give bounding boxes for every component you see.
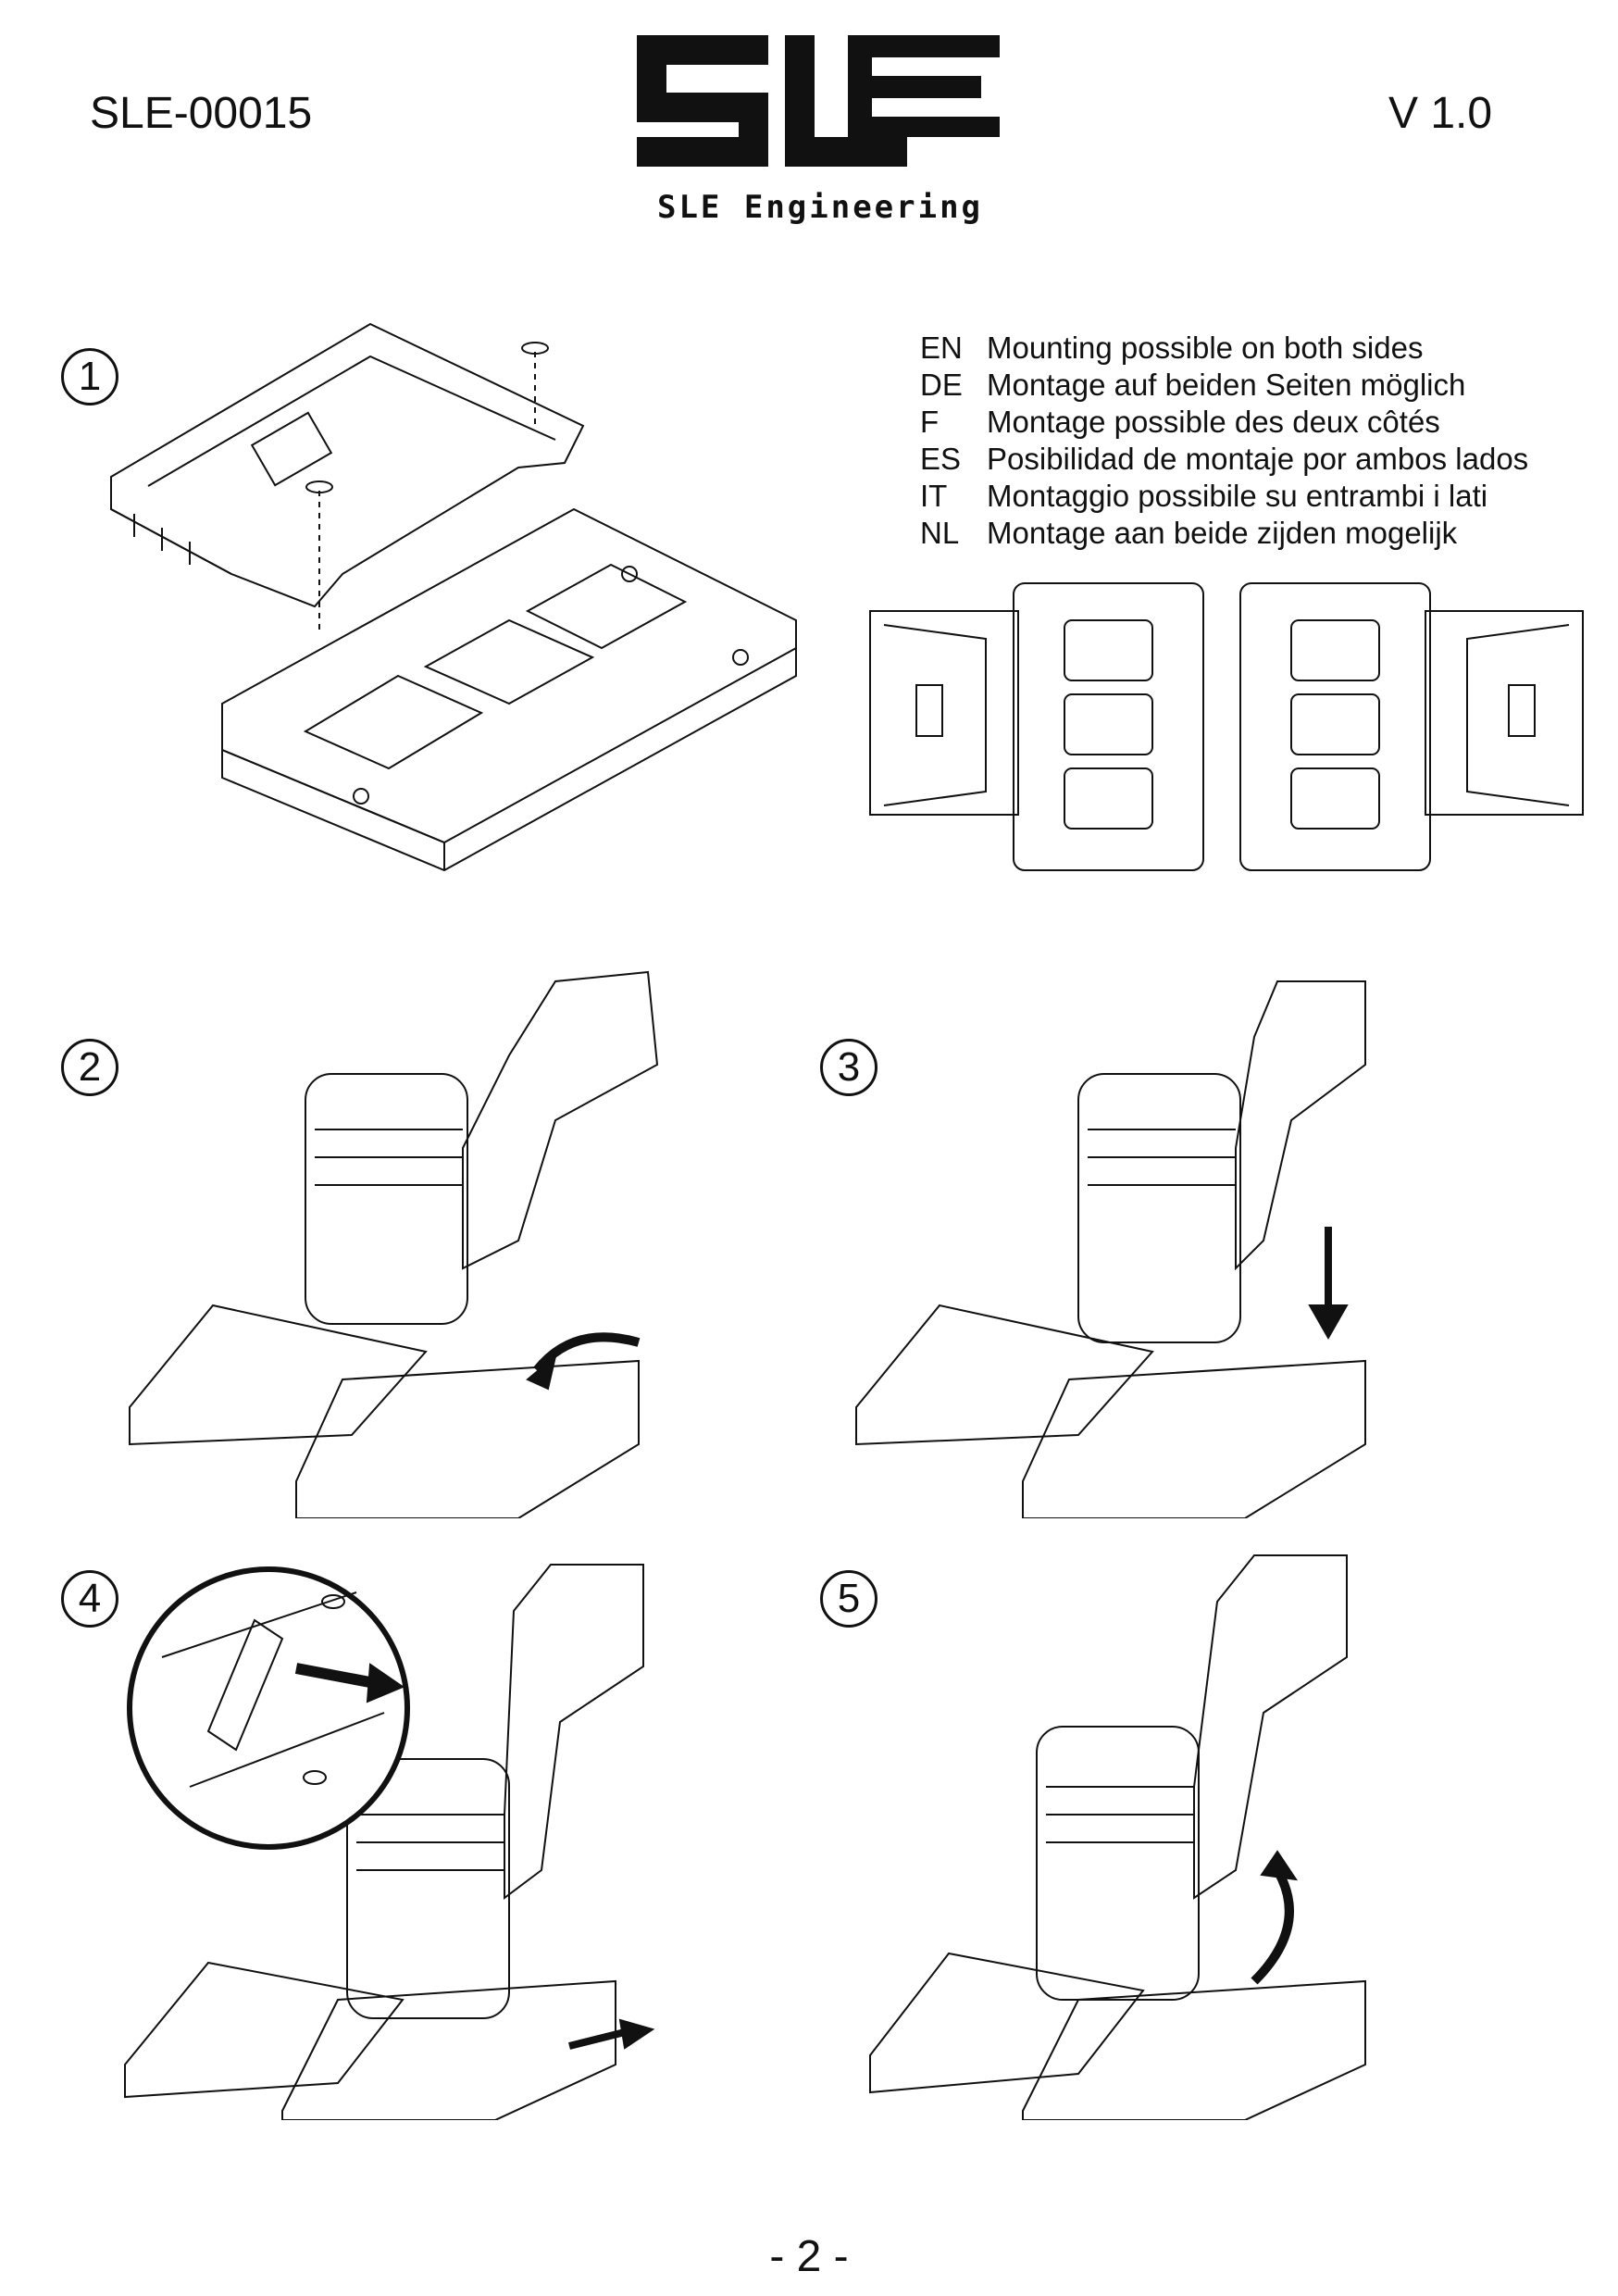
step-2-jigsaw-tilt-illustration [120, 963, 694, 1518]
step-3-jigsaw-press-down-illustration [847, 963, 1402, 1518]
mounting-note-row: IT Montaggio possibile su entrambi i lat… [920, 478, 1587, 515]
language-text: Mounting possible on both sides [987, 331, 1424, 365]
language-text: Posibilidad de montaje por ambos lados [987, 442, 1529, 476]
language-code: EN [920, 331, 963, 365]
step-4-jigsaw-slide-lock-illustration [97, 1481, 699, 2120]
language-text: Montaggio possibile su entrambi i lati [987, 479, 1488, 513]
sle-logo: SLE Engineering [629, 28, 1018, 236]
mounting-note-row: EN Mounting possible on both sides [920, 330, 1587, 367]
step-2-badge: 2 [61, 1039, 118, 1096]
language-text: Montage possible des deux côtés [987, 405, 1440, 439]
mounting-note-row: F Montage possible des deux côtés [920, 404, 1587, 441]
mounting-note-row: ES Posibilidad de montaje por ambos lado… [920, 441, 1587, 478]
language-code: IT [920, 479, 948, 513]
step-4-badge: 4 [61, 1570, 118, 1628]
logo-wordmark: SLE Engineering [657, 189, 983, 226]
both-sides-top-view-illustration [865, 579, 1587, 875]
language-text: Montage aan beide zijden mogelijk [987, 516, 1458, 550]
language-text: Montage auf beiden Seiten möglich [987, 368, 1466, 402]
language-code: ES [920, 442, 962, 476]
mounting-note-list: EN Mounting possible on both sides DE Mo… [920, 330, 1587, 552]
language-code: F [920, 405, 940, 439]
page-number: - 2 - [769, 2232, 849, 2281]
language-code: DE [920, 368, 963, 402]
step-5-badge: 5 [820, 1570, 877, 1628]
mounting-note-row: DE Montage auf beiden Seiten möglich [920, 367, 1587, 404]
step-3-badge: 3 [820, 1039, 877, 1096]
document-id: SLE-00015 [90, 89, 313, 138]
mounting-note-row: NL Montage aan beide zijden mogelijk [920, 515, 1587, 552]
step-5-jigsaw-tilt-back-illustration [865, 1481, 1384, 2120]
step-1-exploded-plate-illustration [93, 315, 824, 898]
step-1-badge: 1 [61, 348, 118, 406]
document-version: V 1.0 [1388, 89, 1493, 138]
language-code: NL [920, 516, 960, 550]
